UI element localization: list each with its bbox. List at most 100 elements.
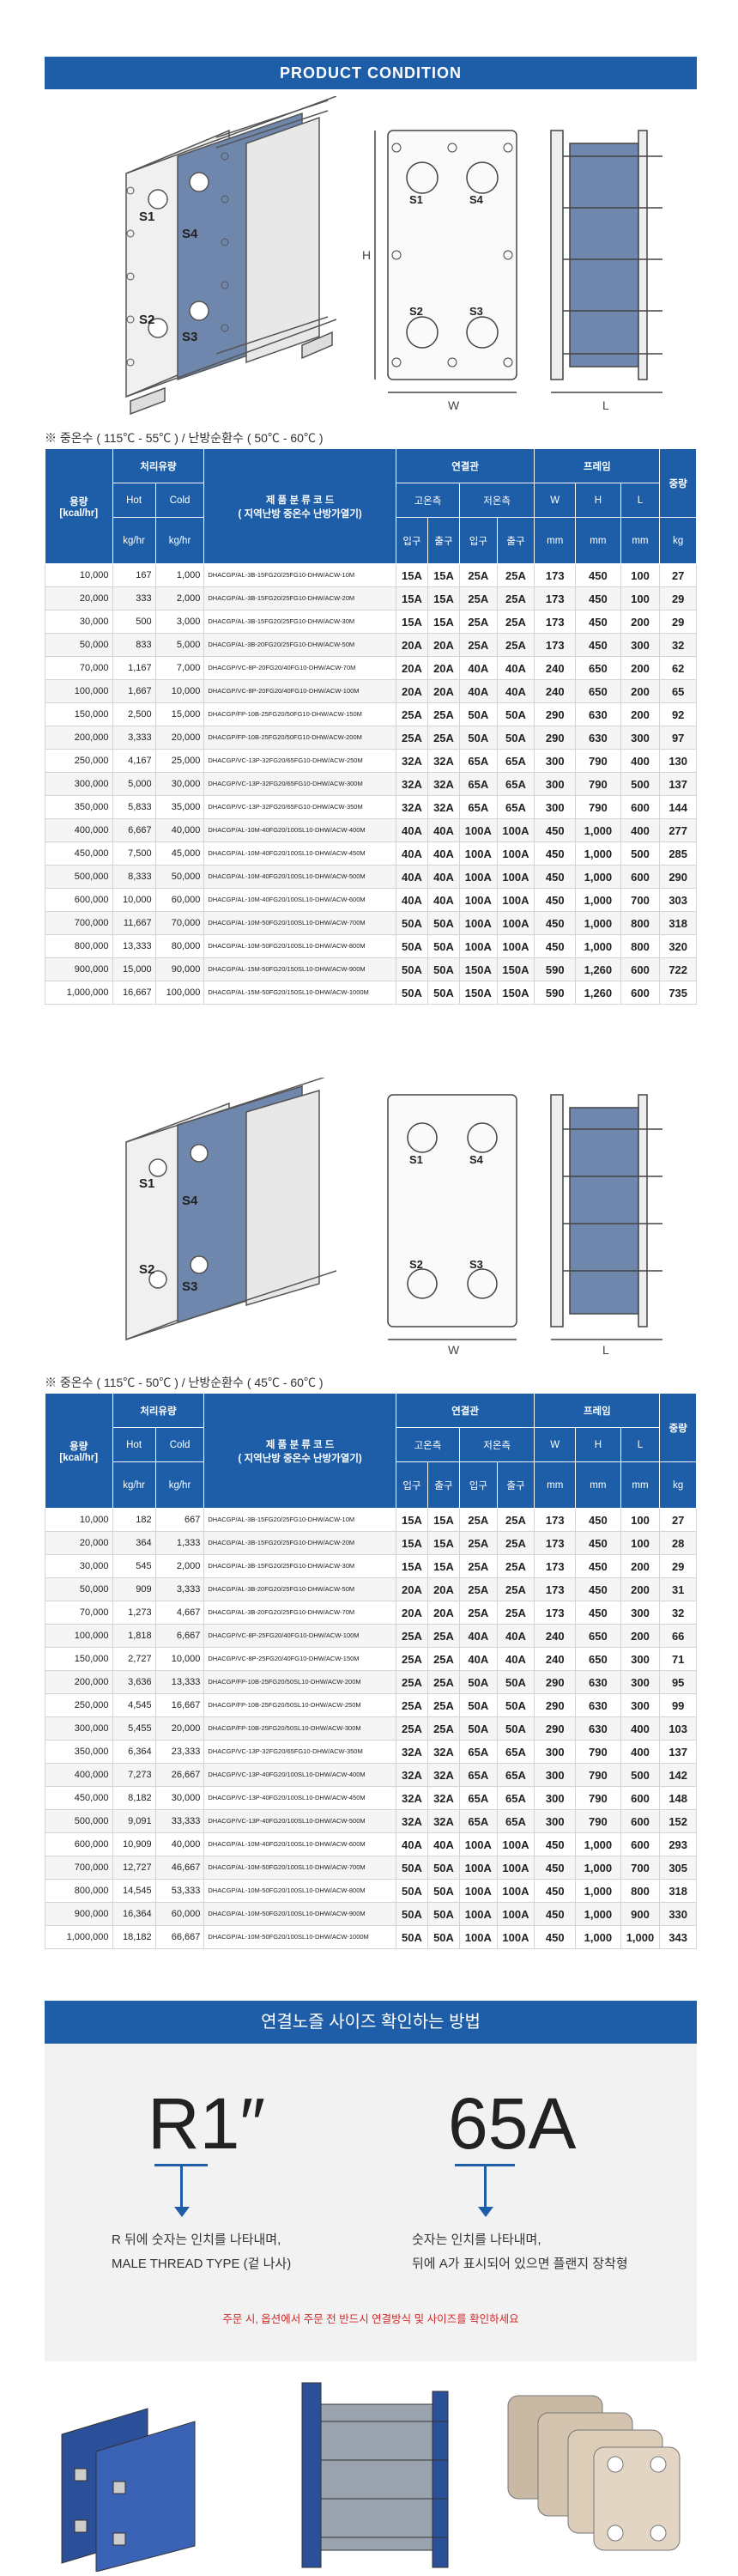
table-cell: 173 (534, 1577, 577, 1601)
photo-plates (507, 2395, 681, 2551)
table-cell: 450,000 (45, 1786, 113, 1810)
table-cell: 300 (620, 1693, 661, 1717)
table-cell: 25A (459, 1577, 498, 1601)
table-cell: DHACGP/VC-8P-20FG20/40FG10-DHW/ACW-70M (203, 656, 396, 680)
table-cell: 32A (395, 1786, 428, 1810)
table-cell: 4,167 (112, 749, 156, 773)
table-cell: 50A (496, 726, 535, 750)
table-cell: 25A (426, 1647, 461, 1671)
table-cell: 1,000 (575, 841, 621, 866)
table-cell: 50A (426, 1879, 461, 1903)
table-cell: 400 (620, 1740, 661, 1764)
table-cell: 630 (575, 1716, 621, 1741)
table-cell: 1,000,000 (45, 1925, 113, 1949)
table-cell: 65A (496, 1763, 535, 1787)
table-cell: 400,000 (45, 1763, 113, 1787)
table-cell: 1,260 (575, 957, 621, 981)
table-cell: 450 (575, 610, 621, 634)
table-cell: 10,000 (45, 563, 113, 587)
table-cell: 5,455 (112, 1716, 156, 1741)
table-cell: 70,000 (45, 1601, 113, 1625)
table-cell: 300 (534, 1786, 577, 1810)
table-cell: DHACGP/VC-13P-40FG20/100SL10-DHW/ACW-450… (203, 1786, 396, 1810)
table-cell: 50,000 (45, 633, 113, 657)
table-cell: 50A (426, 981, 461, 1005)
connection-size-title: 연결노즐 사이즈 확인하는 방법 (45, 2001, 697, 2044)
table-cell: 735 (659, 981, 697, 1005)
table-cell: 200,000 (45, 726, 113, 750)
table-cell: 800 (620, 1879, 661, 1903)
table-cell: 25A (459, 586, 498, 611)
table-cell: 40A (395, 818, 428, 842)
table-cell: 590 (534, 981, 577, 1005)
table-cell: 790 (575, 795, 621, 819)
table-cell: DHACGP/VC-13P-32FG20/65FG10-DHW/ACW-250M (203, 749, 396, 773)
table-cell: 100,000 (45, 679, 113, 703)
svg-text:S3: S3 (469, 1258, 483, 1271)
table-cell: 25A (459, 1531, 498, 1555)
table-cell: 65A (496, 772, 535, 796)
table-cell: 28 (659, 1531, 697, 1555)
r1-example: R1″ (148, 2083, 266, 2164)
65a-arrow-icon (478, 2207, 493, 2217)
table-cell: 15A (395, 586, 428, 611)
table-cell: 9,091 (112, 1809, 156, 1833)
table-cell: 32A (426, 795, 461, 819)
table-cell: 15A (395, 563, 428, 587)
table-cell: 130 (659, 749, 697, 773)
table-cell: 25A (395, 726, 428, 750)
table-cell: 3,333 (154, 1577, 205, 1601)
table-cell: 60,000 (154, 1902, 205, 1926)
table-cell: 1,000,000 (45, 981, 113, 1005)
table-cell: 30,000 (45, 610, 113, 634)
table-cell: 650 (575, 656, 621, 680)
table-cell: 1,000 (575, 1832, 621, 1856)
table-cell: 152 (659, 1809, 697, 1833)
table-cell: 150A (459, 957, 498, 981)
table-cell: 303 (659, 888, 697, 912)
table-cell: 100A (496, 865, 535, 889)
table-cell: DHACGP/AL-10M-50FG20/100SL10-DHW/ACW-100… (203, 1925, 396, 1949)
table-cell: 35,000 (154, 795, 205, 819)
table-cell: 300 (620, 726, 661, 750)
table-cell: 40A (395, 841, 428, 866)
spec-table-2: 용량[kcal/hr] 처리유량 제 품 분 류 코 드( 지역난방 중온수 난… (45, 1393, 697, 1949)
table-cell: 50A (426, 934, 461, 958)
table-cell: 40A (496, 1647, 535, 1671)
table-cell: 100 (620, 586, 661, 611)
table-cell: 40A (426, 865, 461, 889)
table-cell: 32A (426, 1740, 461, 1764)
table-cell: 40,000 (154, 1832, 205, 1856)
table-cell: 700,000 (45, 911, 113, 935)
table-cell: DHACGP/VC-13P-32FG20/65FG10-DHW/ACW-350M (203, 795, 396, 819)
table-cell: 15A (395, 1508, 428, 1532)
table-cell: DHACGP/AL-15M-50FG20/150SL10-DHW/ACW-100… (203, 981, 396, 1005)
table-cell: 50A (459, 1716, 498, 1741)
table-cell: 300 (534, 749, 577, 773)
table-cell: 450 (534, 888, 577, 912)
table-cell: 50,000 (154, 865, 205, 889)
table-cell: 590 (534, 957, 577, 981)
table-cell: 32A (395, 1809, 428, 1833)
table-cell: 65A (496, 749, 535, 773)
table-cell: DHACGP/AL-3B-15FG20/25FG10-DHW/ACW-10M (203, 1508, 396, 1532)
table-cell: 1,000 (575, 911, 621, 935)
table-cell: 8,333 (112, 865, 156, 889)
table-cell: 16,667 (154, 1693, 205, 1717)
table-cell: 100A (496, 1832, 535, 1856)
table-cell: 240 (534, 656, 577, 680)
table-cell: 25A (496, 563, 535, 587)
r1-underline (154, 2164, 208, 2166)
table-cell: 29 (659, 1554, 697, 1578)
table-cell: 200,000 (45, 1670, 113, 1694)
